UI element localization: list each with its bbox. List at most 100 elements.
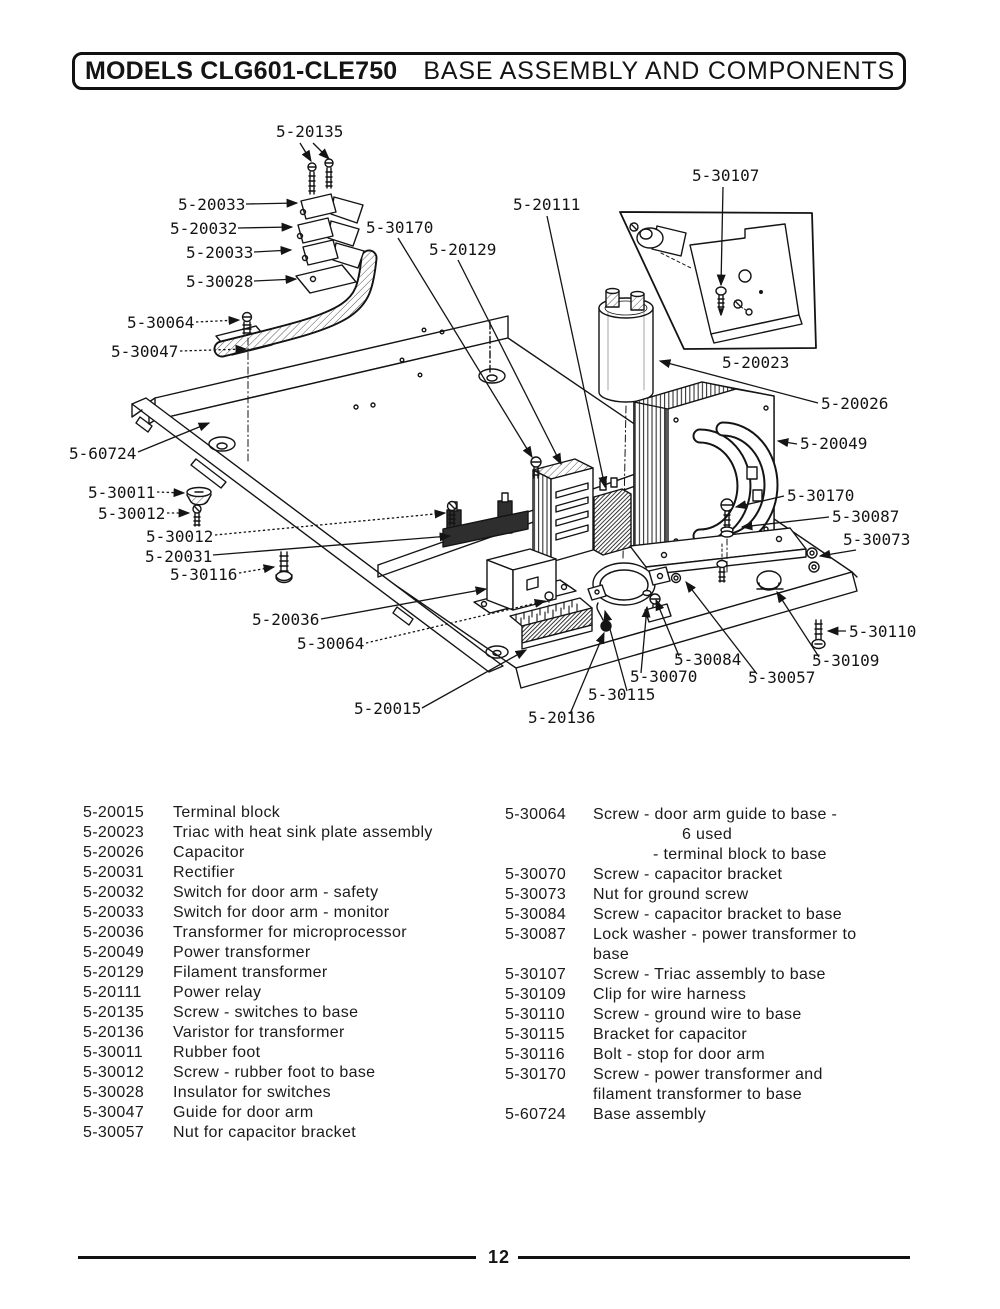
part-callout: 5-20031 (145, 547, 212, 566)
part-callout: 5-60724 (69, 444, 136, 463)
part-callout: 5-30028 (186, 272, 253, 291)
part-callout: 5-20111 (513, 195, 580, 214)
part-description: filament transformer to base (593, 1086, 802, 1103)
part-number: 5-30073 (505, 886, 567, 903)
part-description: Insulator for switches (173, 1084, 331, 1101)
callout-leader (179, 344, 248, 354)
parts-row: 5-20135 Screw - switches to base (83, 1003, 433, 1023)
part-callout: 5-30170 (366, 218, 433, 237)
part-callout: 5-20015 (354, 699, 421, 718)
header-models: MODELS CLG601-CLE750 (85, 56, 398, 85)
callout-leader (253, 274, 298, 285)
part-callout: 5-20026 (821, 394, 888, 413)
callout-leader (299, 142, 312, 163)
parts-row: 6 used (505, 825, 857, 845)
part-callout: 5-30116 (170, 565, 237, 584)
parts-row: base (505, 945, 857, 965)
part-number: 5-20026 (83, 844, 145, 861)
callout-leader (569, 631, 605, 715)
callout-leader (640, 605, 651, 674)
part-callout: 5-20032 (170, 219, 237, 238)
callout-leader (716, 186, 726, 287)
part-description: Transformer for microprocessor (173, 924, 407, 941)
part-callout: 5-20033 (178, 195, 245, 214)
callout-leader (245, 198, 299, 208)
part-number: 5-30109 (505, 986, 567, 1003)
callout-leader (734, 495, 785, 510)
part-description: Terminal block (173, 804, 281, 821)
header-box: MODELS CLG601-CLE750 BASE ASSEMBLY AND C… (72, 52, 906, 90)
part-number: 5-20135 (83, 1004, 145, 1021)
part-callout: 5-30012 (146, 527, 213, 546)
part-callout: 5-30047 (111, 342, 178, 361)
part-callout: 5-30084 (674, 650, 741, 669)
part-description: - terminal block to base (653, 846, 827, 863)
part-description: Screw - door arm guide to base - (593, 806, 838, 823)
parts-row: filament transformer to base (505, 1085, 857, 1105)
part-number: 5-30057 (83, 1124, 145, 1141)
part-callout: 5-30087 (832, 507, 899, 526)
part-number: 5-30116 (505, 1046, 565, 1063)
part-description: Screw - capacitor bracket (593, 866, 783, 883)
part-callout: 5-30170 (787, 486, 854, 505)
part-number: 5-30084 (505, 906, 567, 923)
part-callout: 5-20136 (528, 708, 595, 727)
part-number: 5-20111 (83, 984, 142, 1001)
part-description: Screw - switches to base (173, 1004, 359, 1021)
callout-leader (457, 259, 562, 466)
part-number: 5-20049 (83, 944, 145, 961)
callout-layer: 5-201355-200335-200325-200335-300285-301… (69, 122, 916, 727)
part-number: 5-30012 (83, 1064, 145, 1081)
callout-leader (214, 509, 447, 536)
part-number: 5-30107 (505, 966, 567, 983)
triac-assembly-panel (619, 211, 817, 350)
power-transformer (629, 381, 820, 583)
part-number: 5-20031 (83, 864, 145, 881)
terminal-block (509, 591, 593, 650)
callout-leader (655, 598, 680, 657)
part-callout: 5-30073 (843, 530, 910, 549)
callout-leader (212, 532, 452, 556)
part-description: Bracket for capacitor (593, 1026, 748, 1043)
part-number: 5-20032 (83, 884, 145, 901)
parts-row: - terminal block to base (505, 845, 857, 865)
part-description: Screw - power transformer and (593, 1066, 823, 1083)
part-callout: 5-20129 (429, 240, 496, 259)
part-description: Nut for capacitor bracket (173, 1124, 357, 1141)
part-description: Base assembly (593, 1106, 707, 1123)
part-callout: 5-30011 (88, 483, 155, 502)
callout-leader (320, 586, 488, 620)
callout-leader (312, 142, 330, 160)
parts-row: 5-30064 Screw - door arm guide to base - (505, 805, 857, 825)
capacitor-bracket (587, 562, 682, 632)
part-description: Guide for door arm (173, 1104, 314, 1121)
guide-screw (241, 311, 253, 465)
callout-leader (658, 359, 819, 404)
part-description: 6 used (682, 826, 733, 843)
part-description: Screw - capacitor bracket to base (593, 906, 842, 923)
part-callout: 5-30012 (98, 504, 165, 523)
callout-leader (237, 222, 294, 232)
part-number: 5-30064 (505, 806, 567, 823)
callout-leader (195, 315, 241, 326)
filament-transformer (530, 456, 594, 563)
page-title: BASE ASSEMBLY AND COMPONENTS (423, 56, 896, 85)
part-number: 5-20023 (83, 824, 145, 841)
parts-row: 5-30057 Nut for capacitor bracket (83, 1123, 433, 1143)
part-number: 5-30047 (83, 1104, 145, 1121)
part-callout: 5-20049 (800, 434, 867, 453)
callout-leader (137, 422, 211, 453)
door-arm-switch-stack (295, 158, 365, 294)
part-description: Nut for ground screw (593, 886, 749, 903)
part-description: Bolt - stop for door arm (593, 1046, 766, 1063)
